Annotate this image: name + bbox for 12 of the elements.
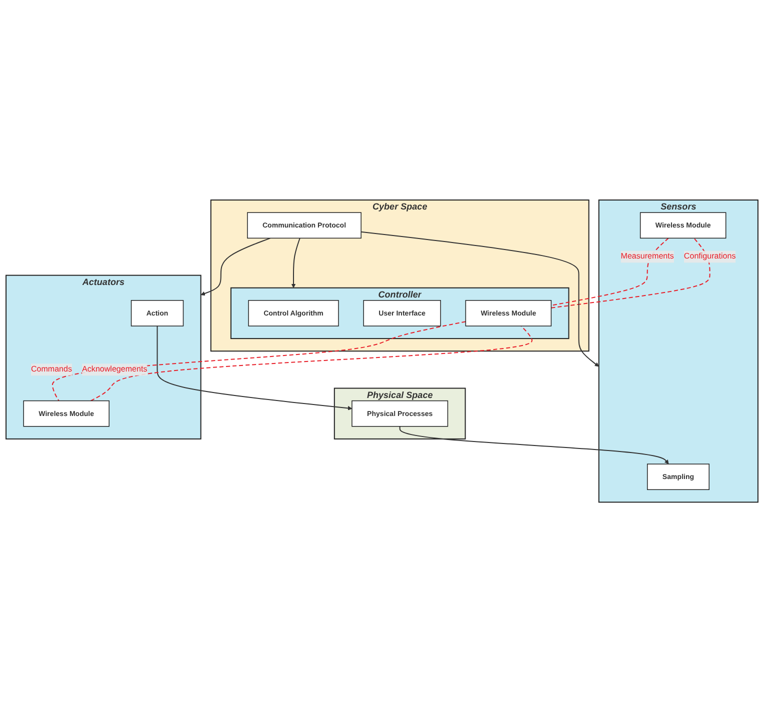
- edge-label: Measurements: [620, 252, 674, 261]
- arrow: [156, 326, 352, 410]
- connector: [551, 238, 669, 306]
- arrow: [361, 231, 600, 367]
- arrow: [399, 426, 669, 464]
- edge-label: Commands: [30, 365, 72, 374]
- arrow: [291, 238, 300, 288]
- connector: [90, 326, 532, 402]
- edge-label: Acknowlegements: [82, 365, 148, 374]
- arrow: [200, 238, 270, 296]
- edge-label: Configurations: [684, 252, 736, 261]
- connector: [551, 238, 710, 308]
